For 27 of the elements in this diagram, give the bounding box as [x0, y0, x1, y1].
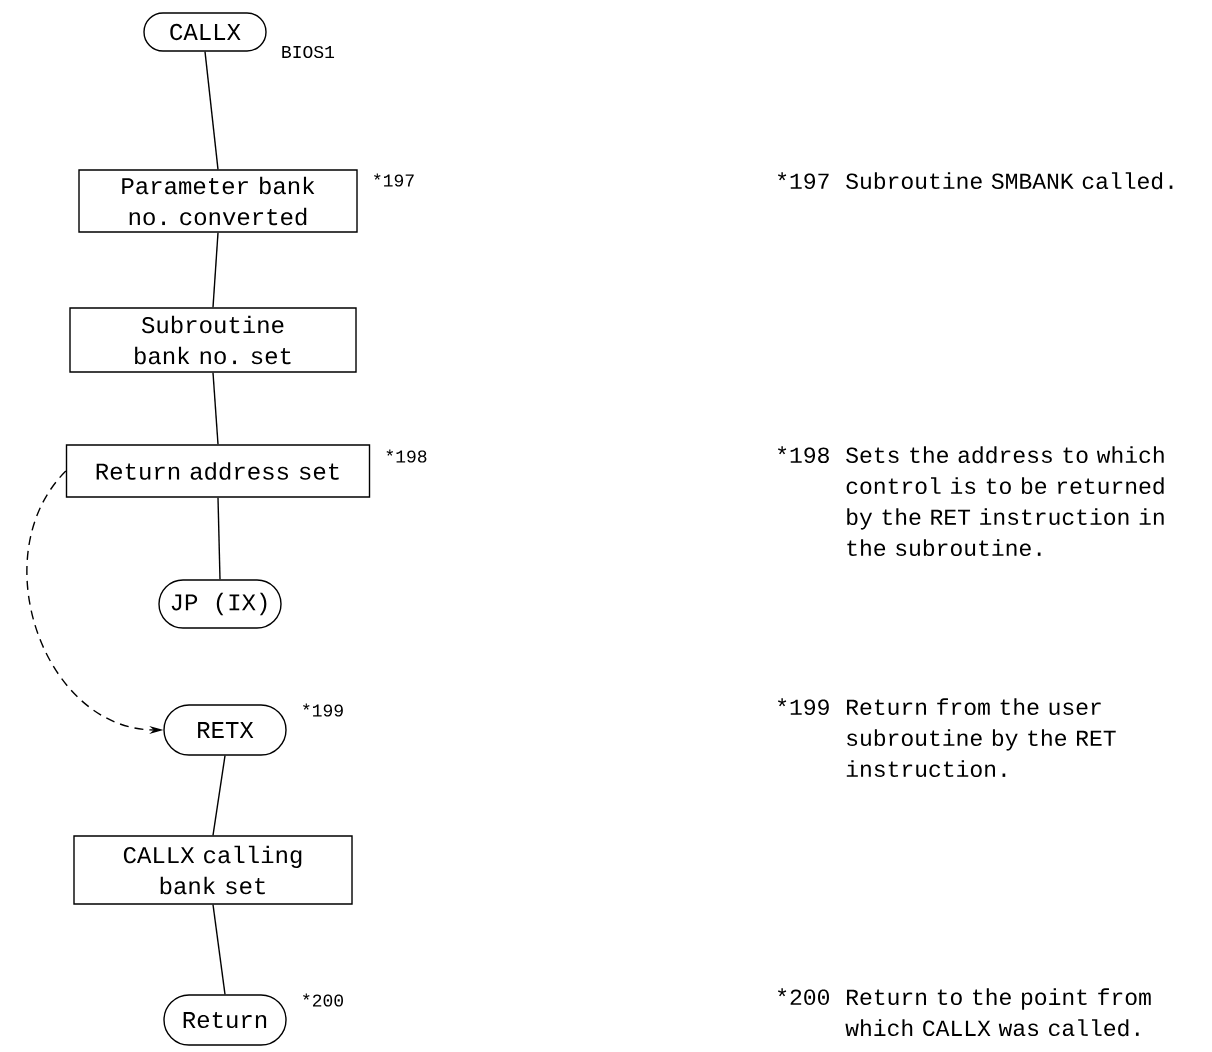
note-text: Sets the address to which control is to be returned by the RET instruction in the subroutine. [846, 446, 1164, 557]
connector-line [217, 497, 221, 580]
connector-line [212, 232, 219, 308]
terminal-node: RETX [163, 704, 287, 756]
annotation-number: *199 [303, 703, 343, 717]
process-box: Return address set [65, 444, 371, 498]
terminal-node: CALLX [143, 12, 267, 52]
note-text: Return to the point from which CALLX was called. [845, 988, 1151, 1037]
note-number: *197 [778, 172, 829, 190]
process-box: Parameter bank no. converted [78, 169, 358, 233]
annotation-number: *200 [303, 993, 343, 1007]
connector-line [212, 755, 226, 836]
annotation-number: BIOS1 [282, 45, 335, 59]
note-number: *199 [778, 698, 829, 716]
terminal-node: JP (IX) [158, 579, 282, 629]
annotation-number: *198 [386, 449, 427, 463]
connector-line [212, 372, 219, 445]
annotation-number: *197 [374, 173, 414, 187]
process-box: CALLX calling bank set [73, 835, 353, 905]
note-number: *200 [778, 988, 829, 1006]
process-box: Subroutine bank no. set [69, 307, 357, 373]
connector-line [204, 51, 219, 170]
note-text: Subroutine SMBANK called. [846, 172, 1173, 190]
note-number: *198 [778, 446, 829, 464]
note-text: Return from the user subroutine by the RET instruction. [846, 698, 1116, 778]
terminal-node: Return [163, 994, 287, 1046]
connector-line [212, 904, 226, 995]
